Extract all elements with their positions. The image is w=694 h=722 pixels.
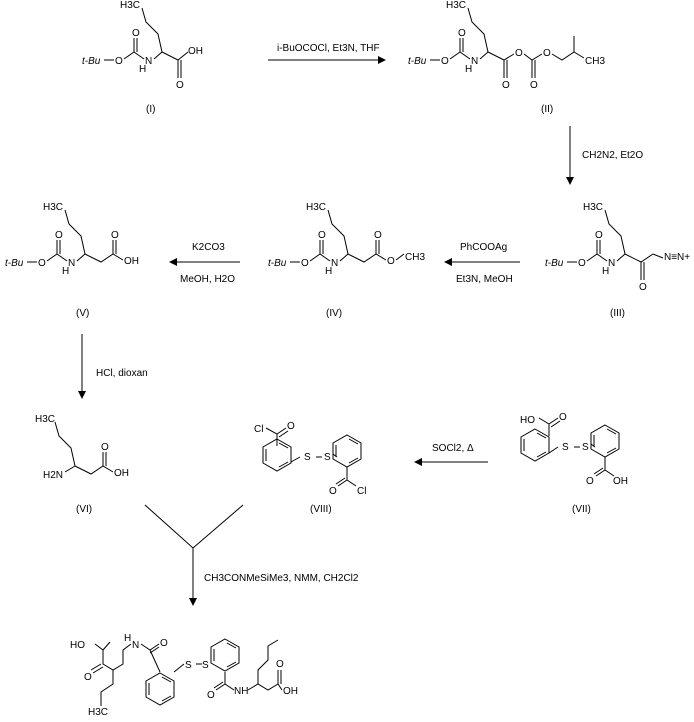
atom-h3c: H3C xyxy=(446,0,466,11)
atom-h3c: H3C xyxy=(583,202,603,213)
atom-ho: HO xyxy=(520,415,535,426)
atom-o: O xyxy=(115,56,123,67)
atom-o: O xyxy=(101,442,109,453)
atom-n: N xyxy=(132,640,139,651)
label-compound-II: (II) xyxy=(541,104,553,115)
atom-o: O xyxy=(543,48,551,59)
tbu-label: t-Bu xyxy=(545,258,564,269)
atom-o: O xyxy=(38,258,46,269)
atom-o: O xyxy=(276,659,284,670)
reagent-step3a: PhCOOAg xyxy=(460,242,507,253)
atom-h: H xyxy=(325,266,332,277)
atom-s: S xyxy=(202,660,209,671)
label-compound-IV: (IV) xyxy=(326,308,342,319)
atom-o: O xyxy=(287,421,295,432)
reagent-step4b: MeOH, H2O xyxy=(180,274,235,285)
atom-n: N xyxy=(331,258,338,269)
compound-V: t-Bu O O N H H3C O OH xyxy=(5,202,139,277)
atom-o: O xyxy=(387,256,395,267)
atom-h3c: H3C xyxy=(306,202,326,213)
atom-o: O xyxy=(318,230,326,241)
atom-o: O xyxy=(502,80,510,91)
atom-o: O xyxy=(374,230,382,241)
atom-h: H xyxy=(139,64,146,75)
compound-VI: H3C H2N O OH xyxy=(35,414,129,481)
atom-o: O xyxy=(441,56,449,67)
atom-oh: OH xyxy=(613,476,628,487)
label-compound-III: (III) xyxy=(610,308,625,319)
compound-II: t-Bu O O N H H3C O O O O CH3 xyxy=(408,0,605,91)
atom-o: O xyxy=(578,258,586,269)
label-compound-V: (V) xyxy=(76,308,89,319)
atom-n: N xyxy=(471,56,478,67)
tbu-label: t-Bu xyxy=(82,56,101,67)
atom-h: H xyxy=(602,266,609,277)
atom-h: H xyxy=(465,64,472,75)
compound-I: t-Bu O O N H H3C O OH xyxy=(82,0,203,91)
atom-h3c: H3C xyxy=(88,707,108,718)
reagent-step7: CH3CONMeSiMe3, NMM, CH2Cl2 xyxy=(204,573,359,584)
atom-oh: OH xyxy=(124,256,139,267)
atom-h: H xyxy=(62,266,69,277)
atom-cl: Cl xyxy=(357,486,366,497)
atom-cl: Cl xyxy=(254,424,263,435)
atom-n: N xyxy=(68,258,75,269)
label-compound-VIII: (VIII) xyxy=(310,504,332,515)
reagent-step6: SOCl2, Δ xyxy=(432,443,474,454)
compound-III: t-Bu O O N H H3C O N≡N+ xyxy=(545,202,690,293)
atom-o: O xyxy=(84,672,92,683)
atom-h: H xyxy=(124,633,131,644)
compound-VII: HO O S S O OH xyxy=(520,412,628,487)
atom-n: N xyxy=(608,258,615,269)
atom-o: O xyxy=(639,282,647,293)
atom-s: S xyxy=(304,452,311,463)
reagent-step1: i-BuOCOCl, Et3N, THF xyxy=(277,43,380,54)
atom-oh: OH xyxy=(283,686,298,697)
atom-h3c: H3C xyxy=(120,0,140,11)
atom-ch3: CH3 xyxy=(405,252,425,263)
atom-o: O xyxy=(458,28,466,39)
atom-o: O xyxy=(132,28,140,39)
atom-o: O xyxy=(55,230,63,241)
atom-ho: HO xyxy=(70,640,85,651)
atom-s: S xyxy=(185,660,192,671)
atom-s: S xyxy=(562,442,569,453)
atom-o: O xyxy=(559,412,567,423)
compound-IV: t-Bu O O N H H3C O O CH3 xyxy=(268,202,425,277)
atom-oh: OH xyxy=(188,46,203,57)
label-compound-VI: (VI) xyxy=(76,504,92,515)
atom-h3c: H3C xyxy=(43,202,63,213)
atom-o: O xyxy=(111,230,119,241)
label-compound-VII: (VII) xyxy=(572,504,591,515)
diazo-group: N≡N+ xyxy=(664,252,690,263)
compound-VIII: Cl O S S O Cl xyxy=(254,421,366,497)
reagent-step3b: Et3N, MeOH xyxy=(456,274,513,285)
tbu-label: t-Bu xyxy=(268,258,287,269)
convergence-lines xyxy=(144,504,244,549)
atom-o: O xyxy=(329,486,337,497)
atom-o: O xyxy=(207,690,215,701)
atom-s: S xyxy=(582,442,589,453)
atom-n: N xyxy=(145,56,152,67)
atom-s: S xyxy=(324,452,331,463)
atom-o: O xyxy=(515,48,523,59)
atom-o: O xyxy=(160,638,168,649)
atom-nh: NH xyxy=(234,686,248,697)
atom-o: O xyxy=(595,230,603,241)
atom-oh: OH xyxy=(114,468,129,479)
reagent-step2: CH2N2, Et2O xyxy=(582,150,643,161)
reagent-step4a: K2CO3 xyxy=(192,242,225,253)
reagent-step5: HCl, dioxan xyxy=(96,368,148,379)
atom-o: O xyxy=(176,80,184,91)
atom-h2n: H2N xyxy=(43,470,63,481)
tbu-label: t-Bu xyxy=(5,258,24,269)
tbu-label: t-Bu xyxy=(408,56,427,67)
atom-o: O xyxy=(301,258,309,269)
atom-h3c: H3C xyxy=(35,414,55,425)
atom-o: O xyxy=(530,80,538,91)
label-compound-I: (I) xyxy=(146,104,155,115)
atom-o: O xyxy=(586,476,594,487)
atom-ch3: CH3 xyxy=(585,56,605,67)
final-product: HO O H N O H3C S S O NH O OH xyxy=(70,633,298,718)
